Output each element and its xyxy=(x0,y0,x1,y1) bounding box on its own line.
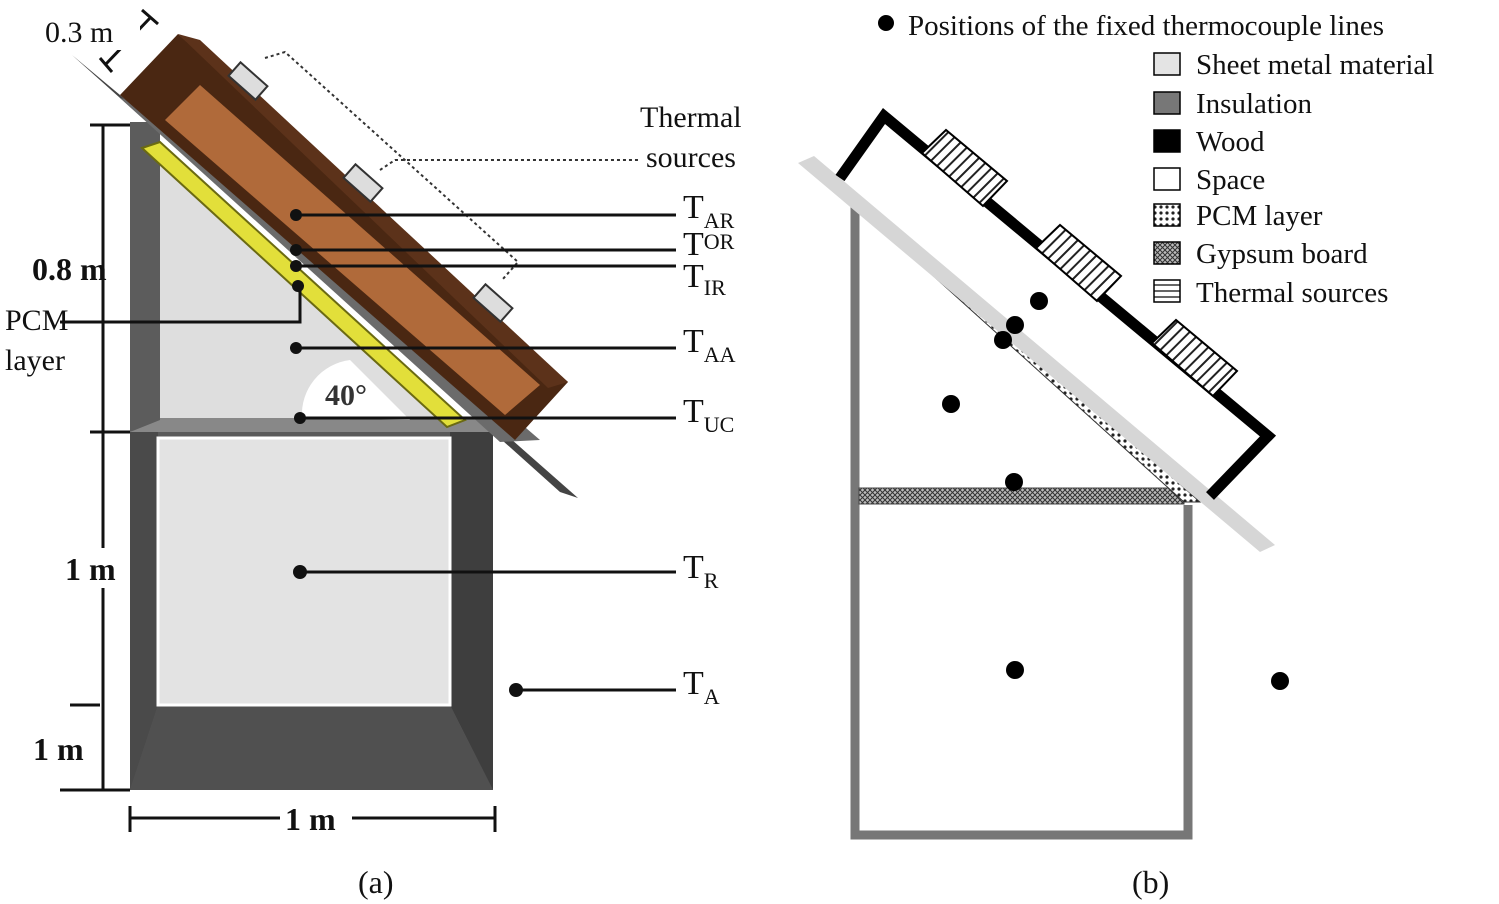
sensor-dot-tar xyxy=(290,209,302,221)
room-height-label: 1 m xyxy=(65,551,116,587)
pcm-label-line2: layer xyxy=(5,344,65,377)
legend-label-pcm: PCM layer xyxy=(1196,200,1323,232)
legend-swatch-insulation xyxy=(1153,91,1181,115)
heater-bumps xyxy=(227,60,514,324)
sensor-leaders xyxy=(296,213,676,692)
sensor-labels: TAR TOR TIR TAA TUC TR TA xyxy=(683,189,736,709)
b-dot-5 xyxy=(1005,473,1023,491)
sensor-label-ta: TA xyxy=(683,665,720,709)
legend-label-positions: Positions of the fixed thermocouple line… xyxy=(908,10,1384,42)
legend-swatch-sheet-metal xyxy=(1153,52,1181,76)
legend-swatch-pcm xyxy=(1153,203,1181,227)
legend-label-thermal-sources: Thermal sources xyxy=(1196,277,1388,309)
sensor-label-tr: TR xyxy=(683,549,719,593)
pcm-label-line1: PCM xyxy=(5,304,68,337)
b-dot-4 xyxy=(942,395,960,413)
heater-2 xyxy=(342,162,384,204)
b-room-walls xyxy=(850,200,1193,840)
room-box xyxy=(130,418,493,790)
legend-label-sheet-metal: Sheet metal material xyxy=(1196,49,1434,81)
legend-swatch-thermal-sources xyxy=(1153,279,1181,303)
b-gypsum-board xyxy=(858,487,1185,505)
legend-dot-icon xyxy=(878,15,894,31)
b-dot-1 xyxy=(1030,292,1048,310)
panel-a: 0.3 m 0.8 m 1 m 1 m 1 m PCM layer 40° Th… xyxy=(5,8,742,900)
b-thermal-source-3 xyxy=(1150,318,1239,398)
sensor-dots xyxy=(290,209,523,697)
b-thermocouple-dots xyxy=(942,292,1289,690)
thermal-sources-label-line2: sources xyxy=(646,141,736,174)
sensor-dot-taa xyxy=(290,342,302,354)
room-depth-label: 1 m xyxy=(33,731,84,767)
sensor-label-tor: TOR xyxy=(683,226,735,263)
sensor-label-taa: TAA xyxy=(683,323,736,367)
roof-thickness-label: 0.3 m xyxy=(45,16,113,49)
sensor-dot-tir xyxy=(290,260,302,272)
sensor-dot-tr xyxy=(293,565,307,579)
attic-height-label: 0.8 m xyxy=(32,251,107,287)
caption-a: (a) xyxy=(358,864,394,900)
b-legend: Positions of the fixed thermocouple line… xyxy=(878,10,1434,309)
b-dot-7 xyxy=(1271,672,1289,690)
heater-3 xyxy=(472,282,514,324)
heater-1 xyxy=(227,60,269,102)
sensor-dot-tor xyxy=(290,244,302,256)
legend-label-wood: Wood xyxy=(1196,126,1265,158)
b-dot-3 xyxy=(994,331,1012,349)
legend-swatch-wood xyxy=(1153,129,1181,153)
angle-label: 40° xyxy=(325,379,367,412)
legend-label-gypsum: Gypsum board xyxy=(1196,238,1368,270)
b-thermal-sources xyxy=(920,128,1239,398)
pcm-leader-2 xyxy=(120,285,302,324)
sensor-label-tir: TIR xyxy=(683,258,726,300)
attic-left-wall xyxy=(130,122,160,432)
legend-label-space: Space xyxy=(1196,164,1265,196)
sensor-label-tuc: TUC xyxy=(683,393,734,437)
legend-label-insulation: Insulation xyxy=(1196,88,1312,120)
b-thermal-source-2 xyxy=(1034,223,1123,303)
b-dot-2 xyxy=(1006,316,1024,334)
angle-arc xyxy=(301,360,410,420)
sensor-dot-pcm xyxy=(292,280,304,292)
thermal-sources-label-line1: Thermal xyxy=(640,101,742,134)
b-thermal-source-1 xyxy=(920,128,1009,208)
b-sheet-metal xyxy=(798,156,1275,552)
caption-b: (b) xyxy=(1132,864,1169,900)
sensor-dot-ta xyxy=(509,683,523,697)
room-width-label: 1 m xyxy=(285,801,336,837)
legend-swatch-space xyxy=(1153,167,1181,191)
sensor-dot-tuc xyxy=(294,412,306,424)
b-dot-6 xyxy=(1006,661,1024,679)
sensor-label-tar: TAR xyxy=(683,189,735,233)
legend-swatch-gypsum xyxy=(1153,241,1181,265)
panel-b: Positions of the fixed thermocouple line… xyxy=(798,10,1434,900)
thermal-sources-dashed-leader xyxy=(379,159,640,171)
b-room xyxy=(850,200,1202,840)
